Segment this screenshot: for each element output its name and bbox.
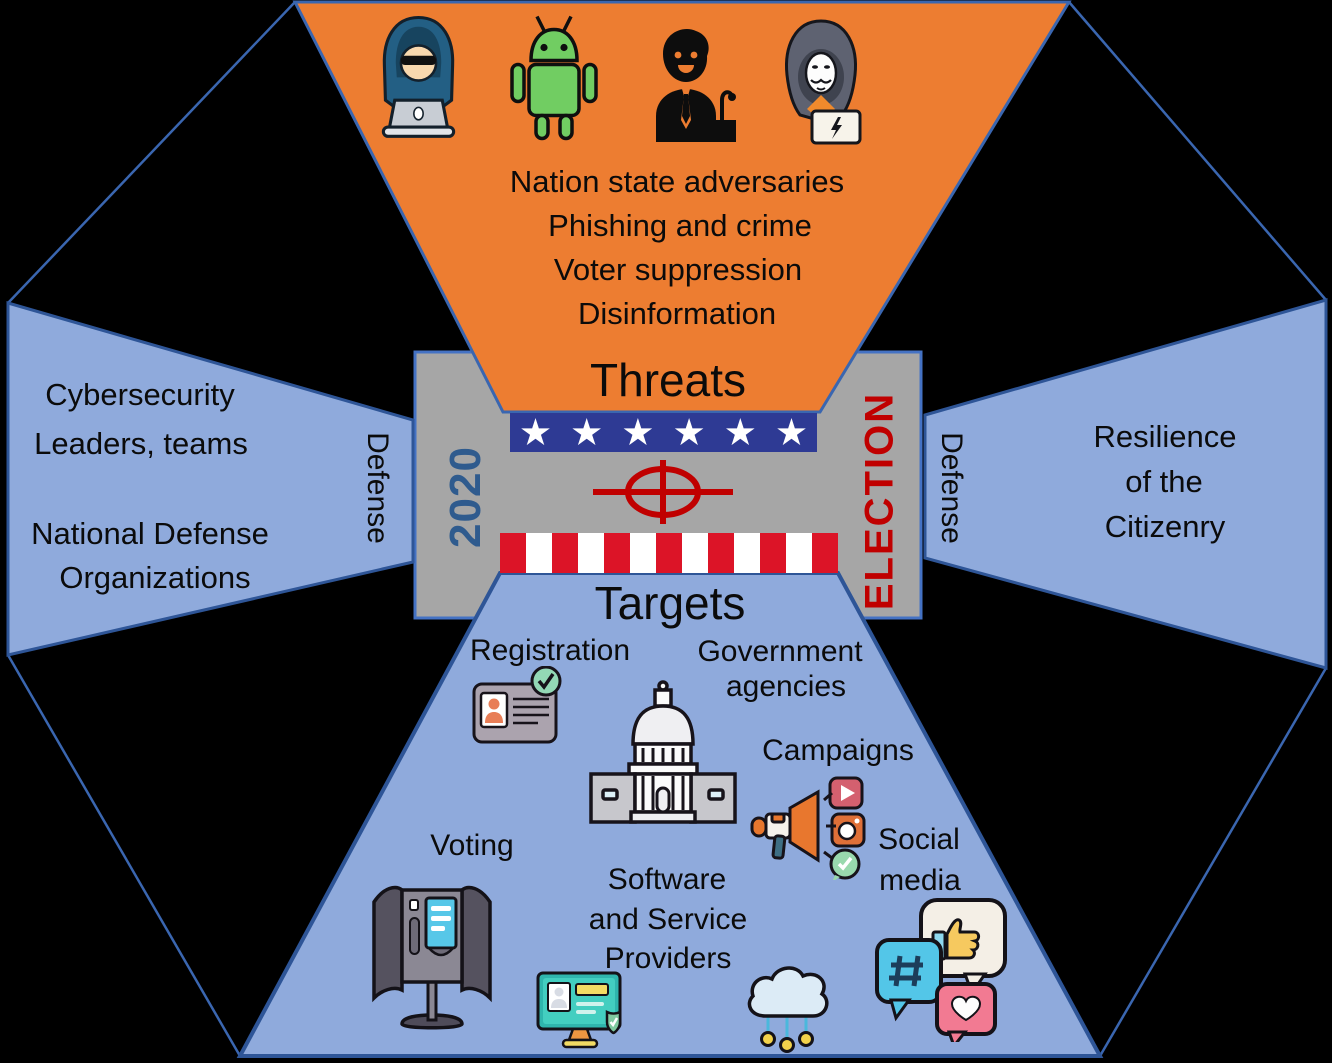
stars-banner [510,413,817,452]
defense-right-line: of the [1125,464,1203,499]
android-malware-icon [510,15,598,141]
target-social-label: media [879,864,961,897]
target-voting-label: Voting [430,829,514,862]
target-government-label: agencies [725,670,847,703]
threats-trapezoid [292,0,1072,414]
connector-bottom-left [6,654,242,1057]
defense-left-line: Leaders, teams [34,426,248,461]
connector-top-right [1068,1,1327,301]
corner-connector-lines [6,1,1328,1057]
threat-item: Voter suppression [553,252,803,287]
politician-speech-icon [656,29,736,142]
crosshair-target-icon [593,460,733,524]
defense-left-line: National Defense [31,516,269,551]
year-label: 2020 [441,446,490,548]
defense-left-trapezoid [6,301,415,657]
voter-id-card-icon [472,666,562,744]
voting-booth-icon [372,885,492,1030]
defense-left-line: Organizations [59,560,251,595]
defense-right-title: Defense [935,432,968,544]
target-campaigns-label: Campaigns [762,734,914,767]
secure-login-monitor-icon [536,971,622,1049]
threat-item: Disinformation [577,296,777,331]
defense-left-title: Defense [361,432,394,544]
defense-right-line: Resilience [1093,419,1237,454]
capitol-building-icon [589,680,737,824]
target-social-label: Social [878,823,960,856]
defense-left-line: Cybersecurity [45,377,235,412]
target-government-label: Government [697,635,863,668]
target-software-label: Software [607,863,727,896]
target-software-label: and Service [588,903,748,936]
defense-right-trapezoid [923,298,1328,670]
defense-right-line: Citizenry [1104,509,1226,544]
threats-title: Threats [590,354,746,406]
targets-title: Targets [594,577,746,629]
target-software-label: Providers [604,942,732,975]
cloud-network-icon [747,966,829,1053]
hooded-hacker-icon [381,15,456,138]
social-media-bubbles-icon [875,898,1007,1042]
stripes-banner [500,533,838,573]
threat-item: Phishing and crime [548,208,812,243]
connector-top-left [7,1,296,304]
threat-item: Nation state adversaries [509,164,845,199]
election-label: ELECTION [857,391,902,611]
target-registration-label: Registration [469,634,631,667]
campaign-megaphone-icon [750,776,866,880]
connector-bottom-right [1098,667,1328,1057]
banner-stars [521,418,806,446]
anonymous-hacker-icon [785,19,862,145]
